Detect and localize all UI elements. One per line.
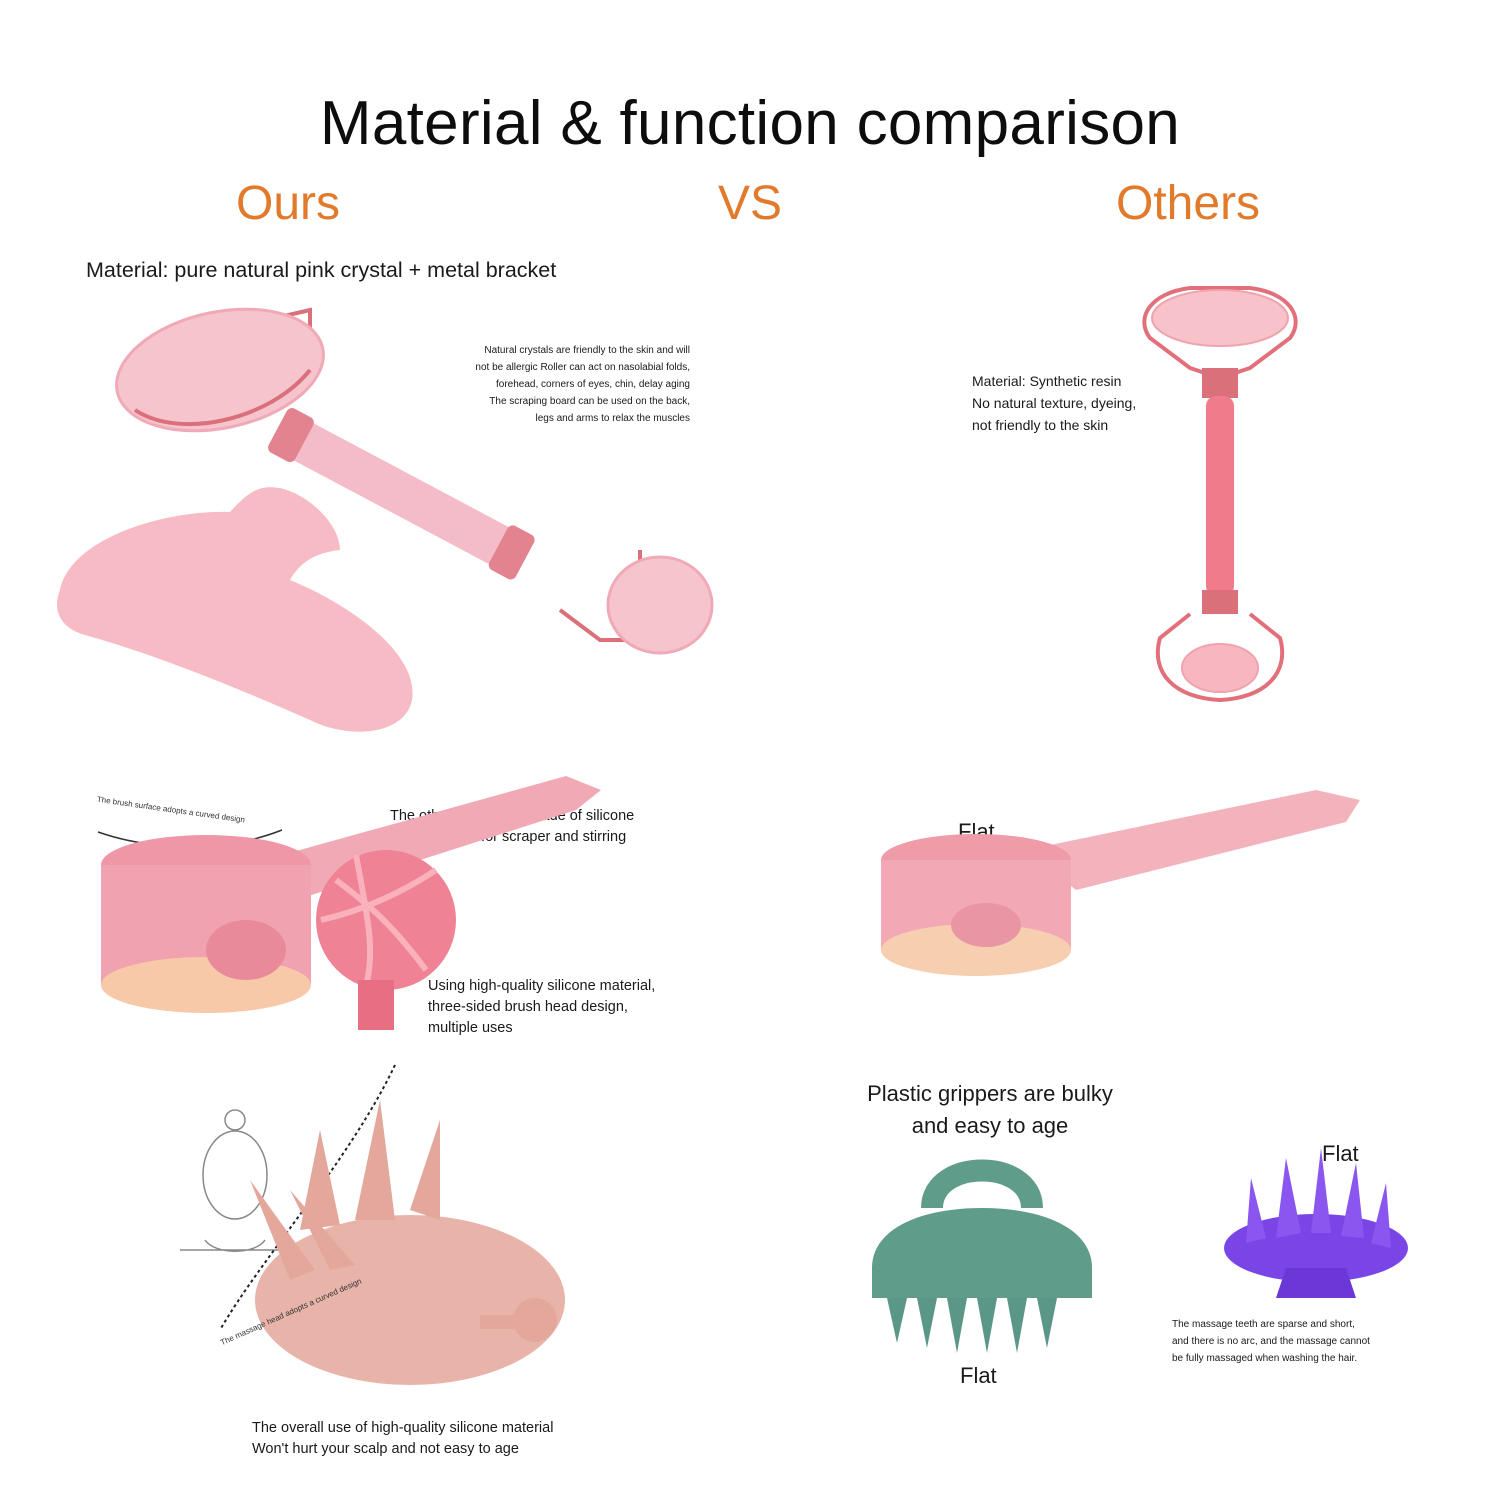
others-roller-desc-line: No natural texture, dyeing,	[972, 395, 1137, 411]
others-resin-roller-image	[1142, 286, 1298, 703]
brush-material-line: multiple uses	[428, 1020, 513, 1036]
ours-roller-desc-line: The scraping board can be used on the ba…	[489, 396, 690, 407]
header-ours: Ours	[236, 177, 341, 230]
teeth-line: and there is no arc, and the massage can…	[1172, 1336, 1370, 1347]
ours-scalp-brush-image	[180, 1064, 565, 1385]
small-roller-stone	[606, 555, 714, 655]
ours-roller-desc-line: legs and arms to relax the muscles	[535, 413, 690, 424]
others-teeth-description: The massage teeth are sparse and short, …	[1172, 1316, 1370, 1367]
teeth-line: be fully massaged when washing the hair.	[1172, 1353, 1358, 1364]
ours-roller-description: Natural crystals are friendly to the ski…	[372, 342, 690, 427]
others-teal-scalp-brush-image	[872, 1159, 1092, 1353]
ours-roller-desc-line: Natural crystals are friendly to the ski…	[484, 345, 690, 356]
others-face-brush-image	[881, 790, 1360, 976]
ours-scalp-description: The overall use of high-quality silicone…	[252, 1418, 553, 1460]
scalp-desc-line: The overall use of high-quality silicone…	[252, 1420, 554, 1436]
header-others: Others	[1116, 177, 1261, 230]
teeth-line: The massage teeth are sparse and short,	[1172, 1319, 1355, 1330]
others-roller-description: Material: Synthetic resin No natural tex…	[972, 370, 1136, 436]
head-outline-icon	[180, 1109, 290, 1252]
grip-line: and easy to age	[911, 1113, 1069, 1138]
others-teal-flat-label: Flat	[960, 1363, 997, 1388]
ours-brush-material: Using high-quality silicone material, th…	[428, 976, 655, 1039]
ours-roller-material: Material: pure natural pink crystal + me…	[86, 258, 557, 282]
others-purple-scalp-brush-image	[1224, 1148, 1408, 1298]
others-purple-flat-label: Flat	[1322, 1141, 1359, 1166]
ours-face-brush-image	[101, 776, 601, 1030]
ours-roller-desc-line: forehead, corners of eyes, chin, delay a…	[495, 379, 690, 390]
gua-sha-board	[57, 487, 413, 732]
others-roller-desc-line: not friendly to the skin	[972, 417, 1109, 433]
header-vs: VS	[718, 177, 783, 230]
brush-material-line: Using high-quality silicone material,	[428, 978, 656, 994]
others-grip-label: Plastic grippers are bulky and easy to a…	[830, 1078, 1150, 1142]
brush-material-line: three-sided brush head design,	[428, 999, 628, 1015]
ours-jade-roller-image	[57, 307, 714, 732]
grip-line: Plastic grippers are bulky	[867, 1081, 1113, 1106]
page-title: Material & function comparison	[319, 89, 1181, 158]
others-roller-desc-line: Material: Synthetic resin	[972, 373, 1122, 389]
scalp-desc-line: Won't hurt your scalp and not easy to ag…	[252, 1441, 519, 1457]
ours-roller-desc-line: not be allergic Roller can act on nasola…	[475, 362, 690, 373]
